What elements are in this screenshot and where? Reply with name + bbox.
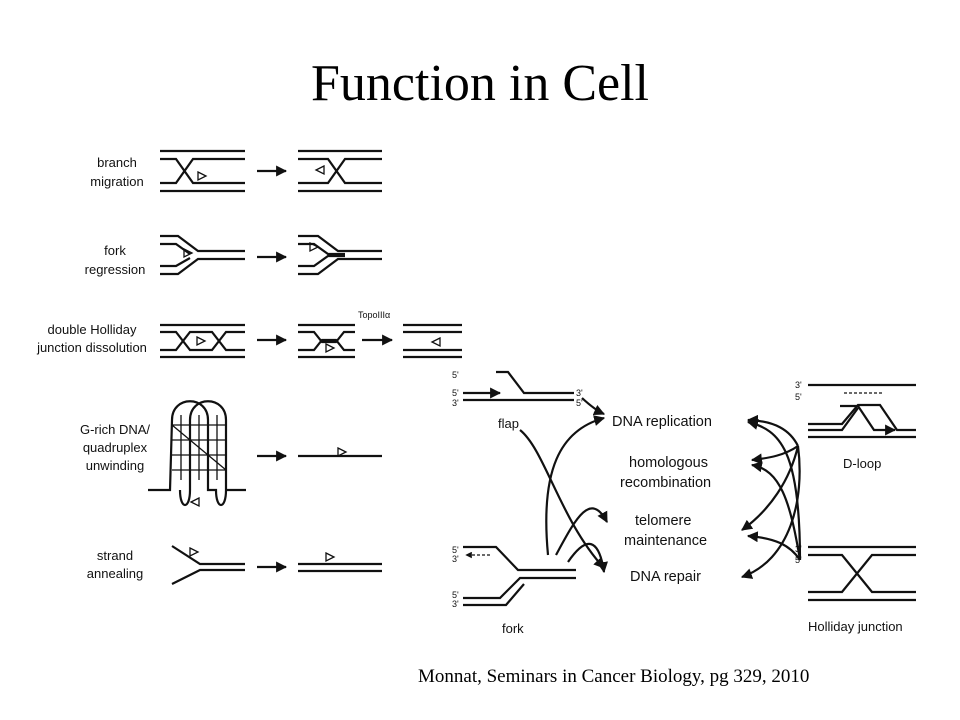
double-holliday-before bbox=[160, 323, 245, 359]
label-line: fork bbox=[104, 243, 126, 258]
label-line: double Holliday bbox=[48, 322, 137, 337]
strand-end-label: 5' bbox=[795, 392, 802, 402]
strand-end-label: 5' bbox=[452, 545, 459, 555]
helicase-marker-icon bbox=[196, 335, 207, 347]
branch-migration-before bbox=[160, 149, 245, 193]
label-line: strand bbox=[97, 548, 133, 563]
helicase-marker-icon bbox=[309, 241, 320, 253]
strand-end-label: 3' bbox=[576, 388, 583, 398]
branch-migration-after bbox=[298, 149, 382, 193]
helicase-marker-icon bbox=[189, 546, 200, 558]
function-list: DNA replication homologous recombination… bbox=[612, 414, 712, 585]
citation: Monnat, Seminars in Cancer Biology, pg 3… bbox=[418, 666, 810, 687]
double-holliday-after bbox=[403, 323, 462, 359]
substrate-arrows-left bbox=[519, 397, 608, 574]
helicase-marker-icon bbox=[189, 496, 200, 508]
label-line: junction dissolution bbox=[36, 340, 147, 355]
helicase-marker-icon bbox=[325, 342, 336, 354]
helicase-marker-icon bbox=[197, 170, 208, 182]
substrate-holliday-junction: 3' 5' Holliday junction bbox=[795, 544, 916, 634]
label-double-holliday: double Holliday junction dissolution bbox=[36, 322, 147, 355]
helicase-marker-icon bbox=[325, 551, 336, 563]
label-quadruplex: G-rich DNA/ quadruplex unwinding bbox=[80, 422, 150, 473]
label-line: migration bbox=[90, 174, 143, 189]
function-homologous-recombination: recombination bbox=[620, 475, 711, 491]
flap-label: flap bbox=[498, 416, 519, 431]
substrate-fork: 5' 3' 5' 3' fork bbox=[452, 545, 576, 636]
label-line: unwinding bbox=[86, 458, 145, 473]
fork-regression-before bbox=[160, 234, 245, 276]
strand-end-label: 3' bbox=[452, 398, 459, 408]
label-line: quadruplex bbox=[83, 440, 148, 455]
function-dna-repair: DNA repair bbox=[630, 569, 701, 585]
helicase-marker-icon bbox=[337, 446, 348, 458]
substrate-flap: 5' 5' 3' 3' 5' flap bbox=[452, 370, 583, 431]
fork-label: fork bbox=[502, 621, 524, 636]
strand-end-label: 5' bbox=[452, 370, 459, 380]
strand-end-label: 5' bbox=[795, 555, 802, 565]
strand-end-label: 5' bbox=[452, 388, 459, 398]
helicase-marker-icon bbox=[314, 164, 325, 176]
d-loop-label: D-loop bbox=[843, 456, 881, 471]
function-dna-replication: DNA replication bbox=[612, 414, 712, 430]
fork-regression-after bbox=[298, 234, 382, 276]
slide-title: Function in Cell bbox=[311, 55, 649, 112]
strand-end-label: 5' bbox=[576, 398, 583, 408]
holliday-junction-label: Holliday junction bbox=[808, 619, 903, 634]
substrate-arrows-right bbox=[740, 414, 802, 579]
quadruplex-structure bbox=[148, 400, 246, 508]
label-strand-annealing: strand annealing bbox=[87, 548, 143, 581]
function-telomere-maintenance: telomere bbox=[635, 513, 691, 529]
label-line: annealing bbox=[87, 566, 143, 581]
annealing-after bbox=[298, 551, 382, 573]
function-homologous-recombination: homologous bbox=[629, 455, 708, 471]
label-line: regression bbox=[85, 262, 146, 277]
helicase-marker-icon bbox=[183, 247, 194, 259]
strand-end-label: 5' bbox=[452, 590, 459, 600]
function-telomere-maintenance: maintenance bbox=[624, 533, 707, 549]
strand-end-label: 3' bbox=[795, 380, 802, 390]
quadruplex-unwound bbox=[298, 446, 382, 458]
strand-end-label: 3' bbox=[452, 599, 459, 609]
double-holliday-middle bbox=[298, 323, 355, 359]
label-fork-regression: fork regression bbox=[85, 243, 146, 277]
annealing-before bbox=[171, 545, 245, 585]
enzyme-label: TopoIIIα bbox=[358, 310, 390, 320]
label-branch-migration: branch migration bbox=[90, 155, 143, 189]
substrate-d-loop: 3' 5' D-loop bbox=[795, 380, 916, 471]
label-line: branch bbox=[97, 155, 137, 170]
label-line: G-rich DNA/ bbox=[80, 422, 150, 437]
strand-end-label: 3' bbox=[452, 554, 459, 564]
helicase-marker-icon bbox=[430, 336, 441, 348]
